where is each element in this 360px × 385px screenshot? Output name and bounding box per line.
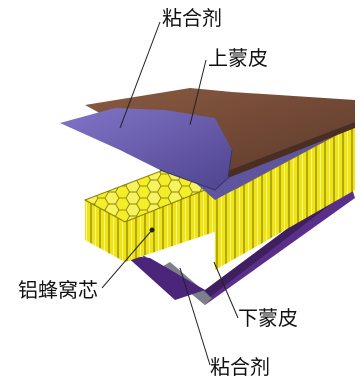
label-top-adhesive: 粘合剂 bbox=[162, 6, 222, 30]
label-upper-skin: 上蒙皮 bbox=[208, 46, 268, 70]
label-lower-skin: 下蒙皮 bbox=[238, 306, 298, 330]
leader-lines bbox=[101, 21, 239, 366]
label-bottom-adhesive: 粘合剂 bbox=[210, 355, 270, 379]
core-marker-dot bbox=[149, 227, 155, 233]
bottom-adhesive-layer bbox=[125, 255, 205, 300]
label-honeycomb-core: 铝蜂窝芯 bbox=[18, 278, 98, 302]
top-adhesive-layer bbox=[60, 108, 233, 191]
